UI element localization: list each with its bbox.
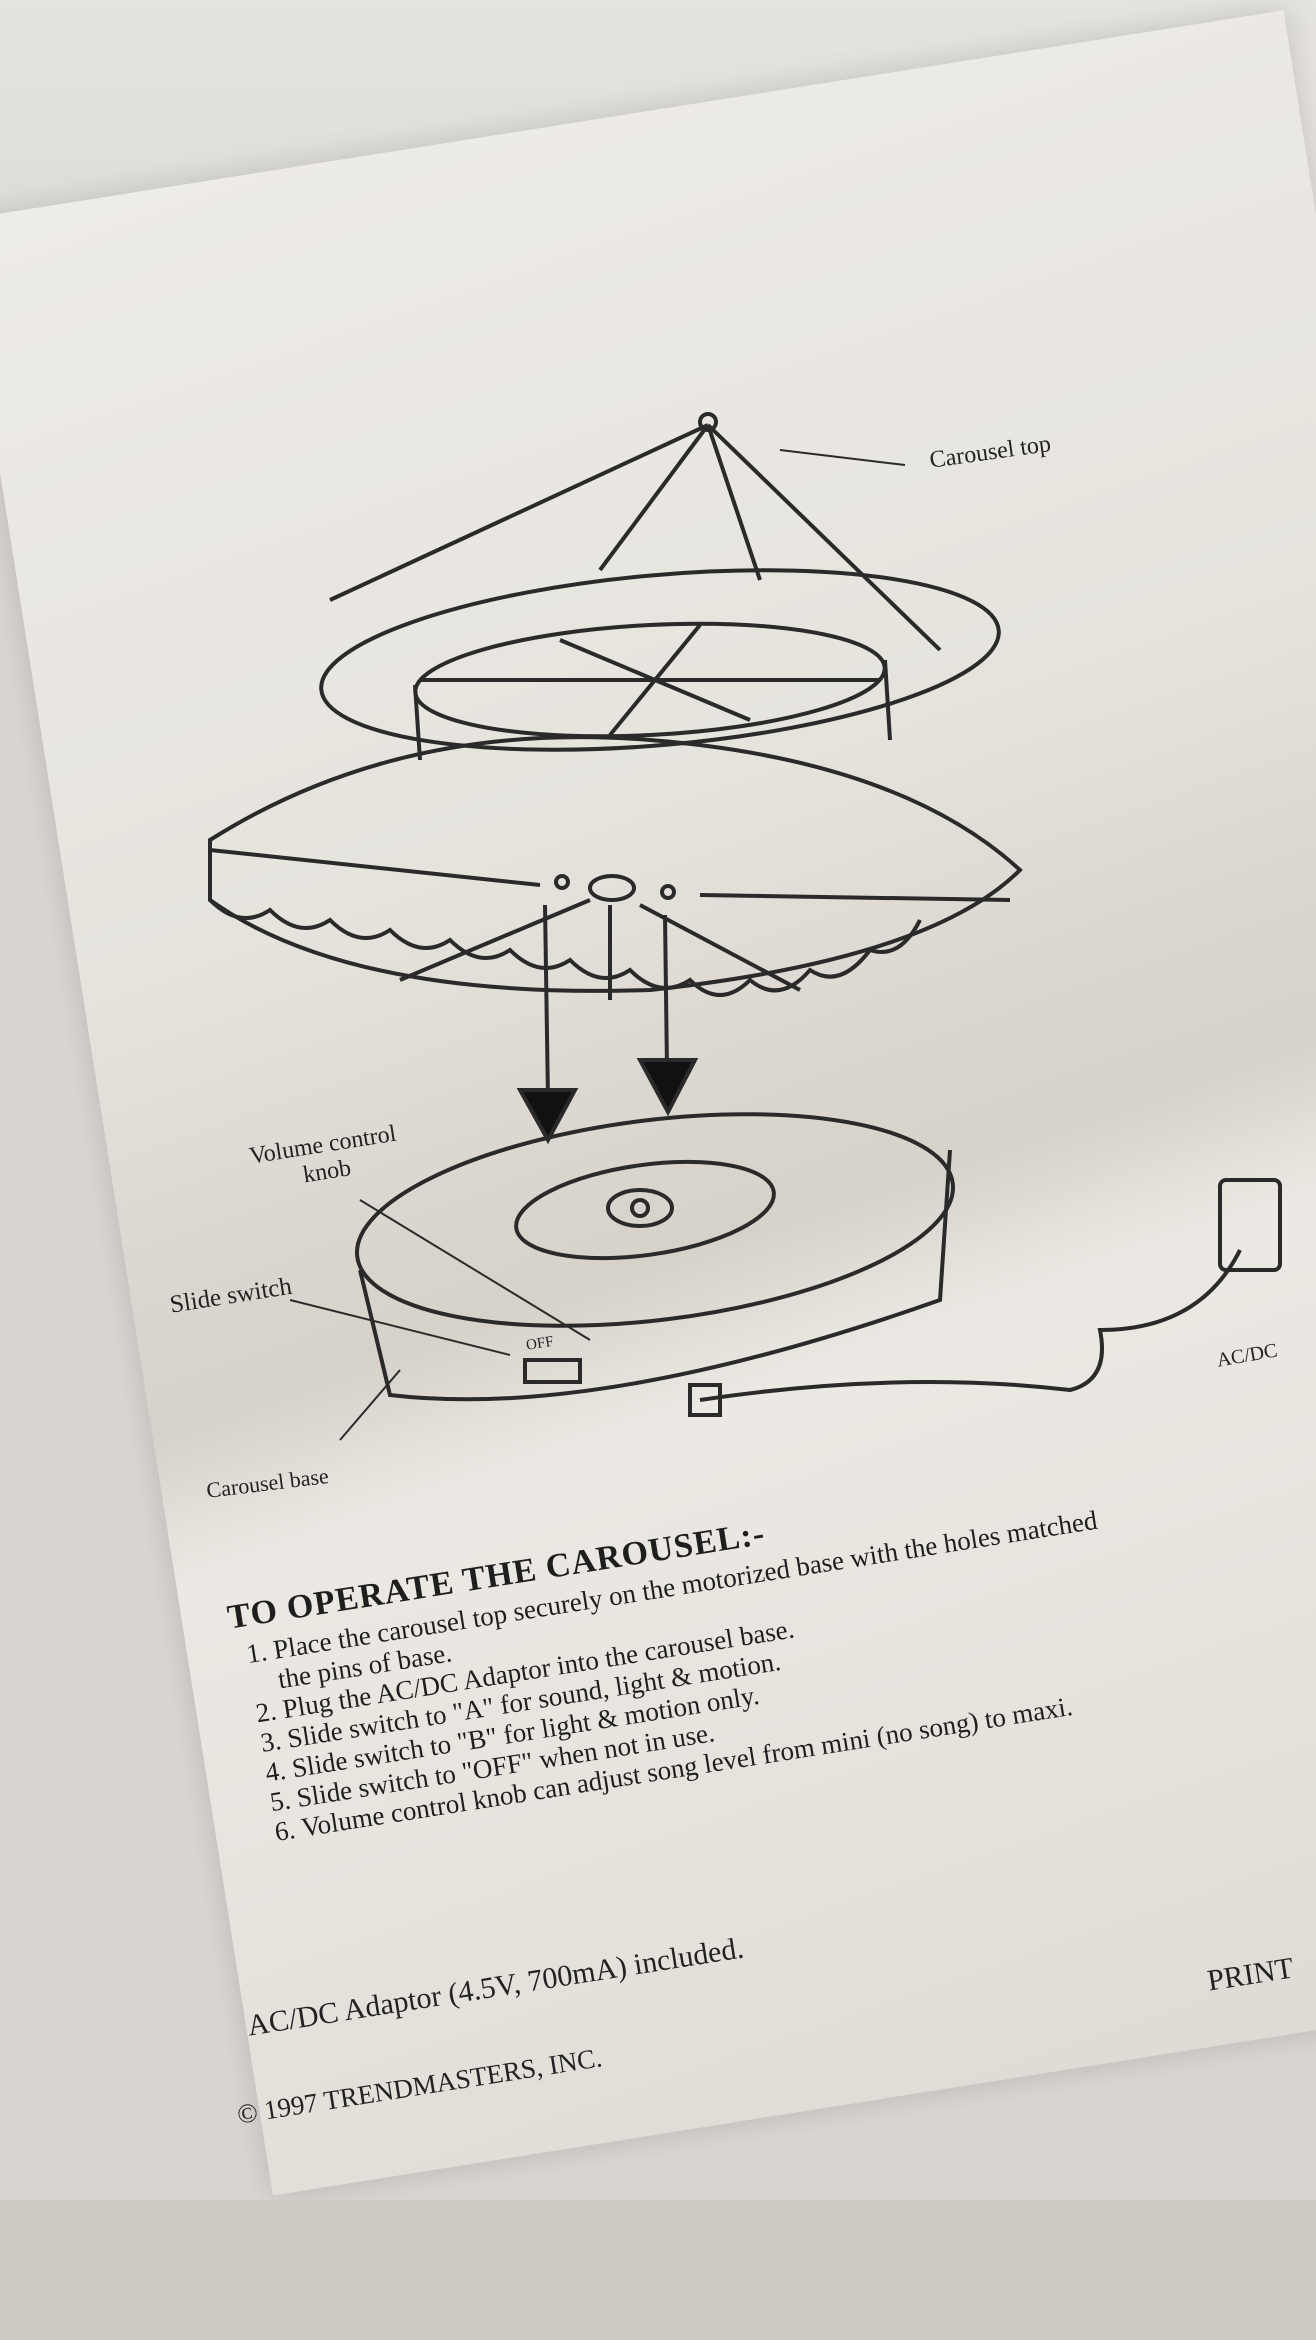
- table-surface: [0, 2200, 1316, 2340]
- carousel-base-drawing: [289, 449, 1282, 1441]
- arrows: [516, 904, 699, 1145]
- carousel-top-drawing: [208, 412, 1023, 1000]
